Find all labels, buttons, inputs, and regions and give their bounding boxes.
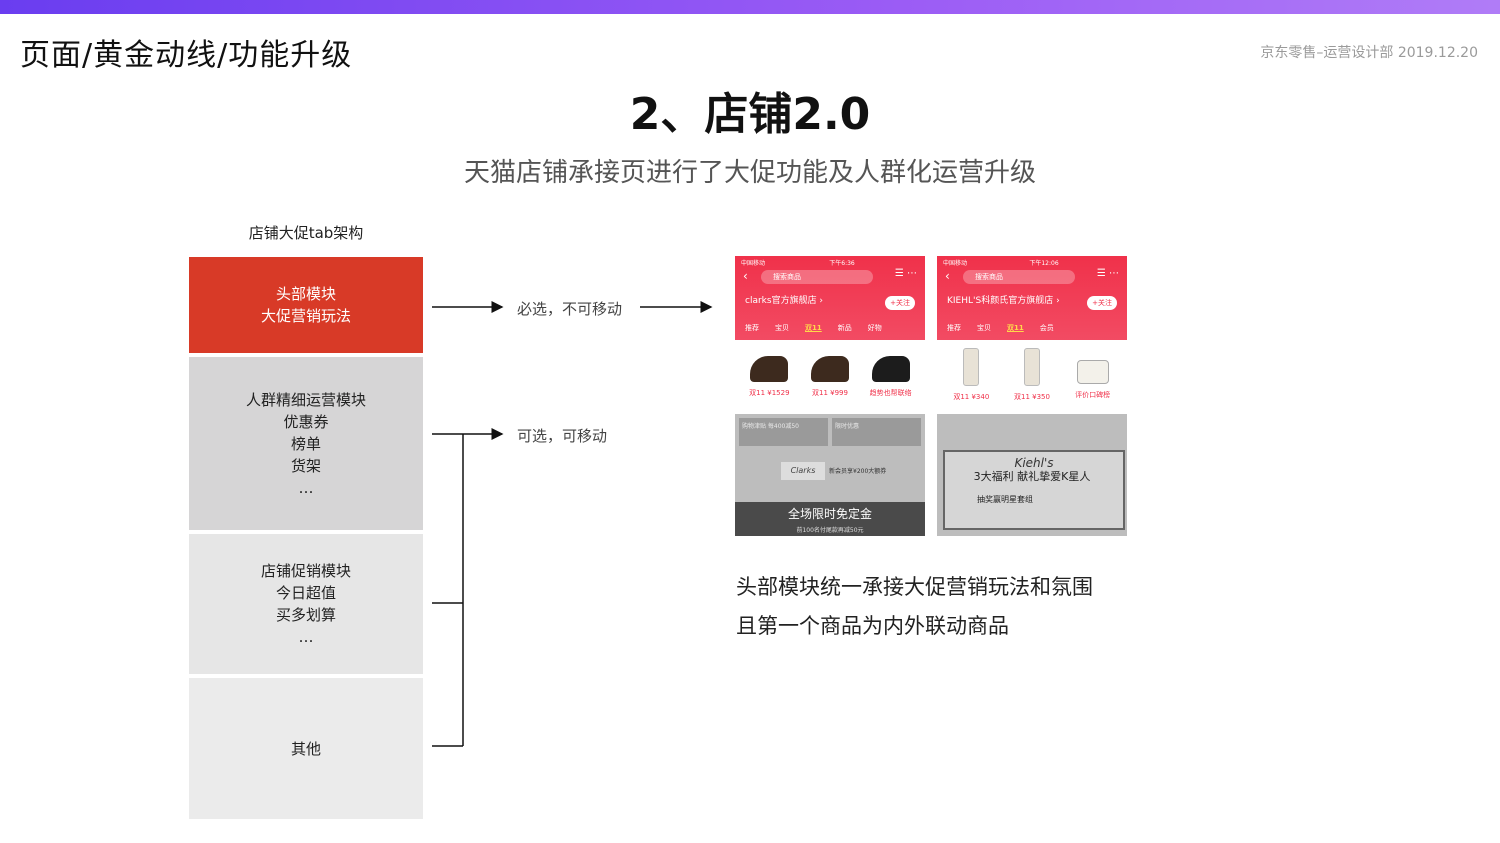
back-icon[interactable]: ‹ [743, 269, 748, 283]
product-image [1023, 348, 1040, 386]
caption: 头部模块统一承接大促营销玩法和氛围 且第一个商品为内外联动商品 [736, 568, 1093, 646]
price: 评价口碑榜 [1075, 391, 1111, 399]
department-date: 京东零售–运营设计部 2019.12.20 [1260, 45, 1478, 61]
promo-area: 购物津贴 每400减50 限时优惠 Clarks 新会员享¥200大额券 全场限… [735, 414, 925, 536]
menu-icon[interactable]: ☰ ⋯ [1096, 268, 1119, 279]
crowd-module-block: 人群精细运营模块 优惠券 榜单 货架 … [189, 357, 423, 530]
product-card[interactable]: 双11 ¥1529 [749, 344, 790, 398]
slide-subtitle: 天猫店铺承接页进行了大促功能及人群化运营升级 [463, 158, 1036, 188]
coupon-card[interactable]: 购物津贴 每400减50 [739, 418, 828, 446]
tab[interactable]: 推荐 [947, 324, 961, 332]
price: 双11 ¥350 [1014, 393, 1050, 401]
product-card[interactable]: 双11 ¥340 [951, 344, 991, 402]
slide-title: 2、店铺2.0 [629, 89, 871, 140]
shoe-image [871, 356, 910, 382]
block-line: 其他 [290, 739, 321, 758]
gift-area: Kiehl's 3大福利 献礼挚爱K星人 抽奖赢明星套组 [937, 414, 1127, 536]
block-line: … [298, 628, 314, 646]
search-input[interactable]: 搜索商品 [761, 270, 873, 284]
block-line: 优惠券 [283, 412, 329, 431]
caption-line: 头部模块统一承接大促营销玩法和氛围 [736, 575, 1093, 599]
tab[interactable]: 会员 [1039, 324, 1054, 332]
store-tabs: 推荐 宝贝 双11 会员 [947, 323, 1119, 333]
gift-headline: 3大福利 献礼挚爱K星人 [973, 470, 1091, 483]
banner-subtext: 前100名付尾款再减50元 [796, 527, 864, 534]
deposit-banner[interactable]: 全场限时免定金 前100名付尾款再减50元 [735, 502, 925, 536]
brand-logo: Clarks [781, 462, 825, 480]
header-module-block: 头部模块 大促营销玩法 [189, 257, 423, 353]
block-line: … [298, 478, 314, 497]
tab[interactable]: 推荐 [745, 324, 759, 332]
tab[interactable]: 宝贝 [977, 324, 991, 332]
follow-button[interactable]: +关注 [885, 296, 915, 310]
block-line: 大促营销玩法 [260, 307, 351, 325]
carrier: 中国移动 [741, 260, 766, 267]
coupon-card[interactable]: 限时优惠 [832, 418, 921, 446]
label-required: 必选，不可移动 [517, 300, 623, 318]
member-note: 新会员享¥200大额券 [829, 468, 887, 475]
product-row: 双11 ¥1529 双11 ¥999 趋势也帮联络 [739, 344, 921, 410]
tab-double11[interactable]: 双11 [1007, 324, 1024, 332]
shoe-image [750, 356, 789, 382]
block-line: 店铺促销模块 [260, 562, 351, 580]
brand-logo: Kiehl's [1014, 456, 1054, 470]
gift-box-banner[interactable]: Kiehl's [943, 450, 1125, 530]
block-line: 头部模块 [275, 285, 336, 303]
clock: 下午12:06 [1029, 260, 1059, 267]
clock: 下午6:36 [829, 260, 855, 267]
breadcrumb: 页面/黄金动线/功能升级 [20, 38, 353, 73]
price: 双11 ¥340 [953, 393, 990, 401]
search-input[interactable]: 搜索商品 [963, 270, 1075, 284]
block-line: 人群精细运营模块 [245, 390, 366, 409]
tab[interactable]: 宝贝 [775, 324, 789, 332]
product-card[interactable]: 双11 ¥350 [1012, 344, 1052, 402]
menu-icon[interactable]: ☰ ⋯ [894, 268, 917, 279]
label-optional: 可选，可移动 [517, 427, 608, 445]
follow-button[interactable]: +关注 [1087, 296, 1117, 310]
product-row: 双11 ¥340 双11 ¥350 评价口碑榜 [941, 344, 1123, 410]
product-image [1076, 360, 1109, 384]
block-line: 今日超值 [275, 584, 336, 602]
price: 双11 ¥1529 [749, 389, 790, 397]
store-header: 中国移动下午6:36 ‹ 搜索商品 ☰ ⋯ clarks官方旗舰店 › +关注 … [735, 256, 925, 340]
product-card[interactable]: 双11 ¥999 [810, 344, 850, 398]
top-accent-bar [0, 0, 1500, 14]
block-line: 榜单 [290, 434, 321, 453]
product-card[interactable]: 评价口碑榜 [1073, 344, 1113, 400]
promo-module-block: 店铺促销模块 今日超值 买多划算 … [189, 534, 423, 674]
carrier: 中国移动 [943, 260, 968, 267]
tab[interactable]: 新品 [837, 324, 852, 332]
product-card[interactable]: 趋势也帮联络 [869, 344, 912, 398]
price: 趋势也帮联络 [869, 389, 912, 397]
other-module-block: 其他 [189, 678, 423, 819]
gift-subline: 抽奖赢明星套组 [977, 495, 1033, 504]
architecture-title: 店铺大促tab架构 [248, 224, 364, 242]
tab[interactable]: 好物 [867, 324, 882, 332]
shop-name[interactable]: KIEHL'S科颜氏官方旗舰店 › [947, 296, 1060, 306]
product-image [963, 348, 980, 386]
price: 双11 ¥999 [812, 389, 848, 397]
store-tabs: 推荐 宝贝 双11 新品 好物 [745, 323, 917, 333]
phone-screenshot-clarks: 中国移动下午6:36 ‹ 搜索商品 ☰ ⋯ clarks官方旗舰店 › +关注 … [735, 256, 925, 536]
block-line: 货架 [290, 456, 321, 475]
block-line: 买多划算 [275, 606, 336, 624]
shoe-image [810, 356, 849, 382]
store-header: 中国移动 下午12:06 ‹ 搜索商品 ☰ ⋯ KIEHL'S科颜氏官方旗舰店 ›… [937, 256, 1127, 340]
caption-line: 且第一个商品为内外联动商品 [736, 614, 1009, 638]
banner-text: 全场限时免定金 [787, 507, 872, 521]
tab-double11[interactable]: 双11 [805, 324, 822, 332]
phone-screenshot-kiehls: 中国移动 下午12:06 ‹ 搜索商品 ☰ ⋯ KIEHL'S科颜氏官方旗舰店 ›… [937, 256, 1127, 536]
back-icon[interactable]: ‹ [945, 269, 950, 283]
shop-name[interactable]: clarks官方旗舰店 › [745, 296, 824, 306]
